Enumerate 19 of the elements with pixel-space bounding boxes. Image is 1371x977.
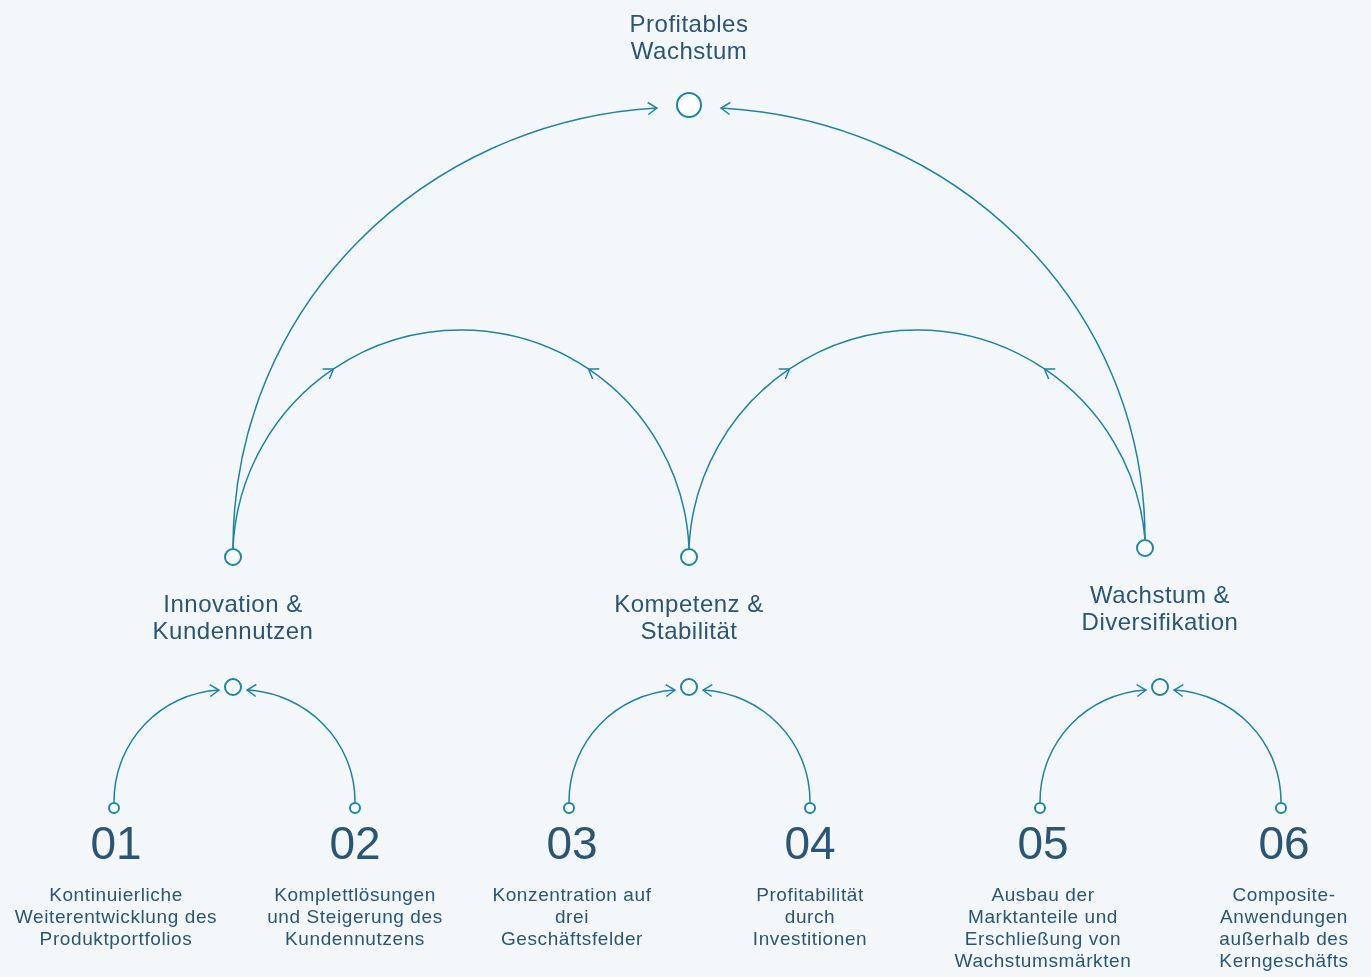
step-description: Composite-Anwendungen außerhalb des Kerngeschäfts bbox=[1218, 884, 1350, 972]
step-number: 04 bbox=[784, 818, 836, 868]
step-description: Profitabilität durch Investitionen bbox=[751, 884, 869, 950]
step-description: Komplettlösungen und Steigerung des Kundennutzens bbox=[266, 884, 444, 950]
goal-title: Profitables Wachstum bbox=[628, 10, 750, 64]
node-circle bbox=[1151, 678, 1169, 696]
step-description: Ausbau der Marktanteile und Erschließung von Wachstumsmärkten bbox=[953, 884, 1133, 972]
pillar-title: Wachstum & Diversifikation bbox=[1080, 581, 1240, 635]
pillar-title: Kompetenz & Stabilität bbox=[613, 590, 765, 644]
node-circle bbox=[224, 678, 242, 696]
step-number: 05 bbox=[1017, 818, 1069, 868]
pillar-title: Innovation & Kundennutzen bbox=[151, 590, 315, 644]
step-number: 06 bbox=[1258, 818, 1310, 868]
step-number: 01 bbox=[90, 818, 142, 868]
node-circle bbox=[680, 678, 698, 696]
step-number: 03 bbox=[546, 818, 598, 868]
step-description: Konzentration auf drei Geschäftsfelder bbox=[491, 884, 653, 950]
step-number: 02 bbox=[329, 818, 381, 868]
step-description: Kontinuierliche Weiterentwicklung des Produktportfolios bbox=[13, 884, 219, 950]
